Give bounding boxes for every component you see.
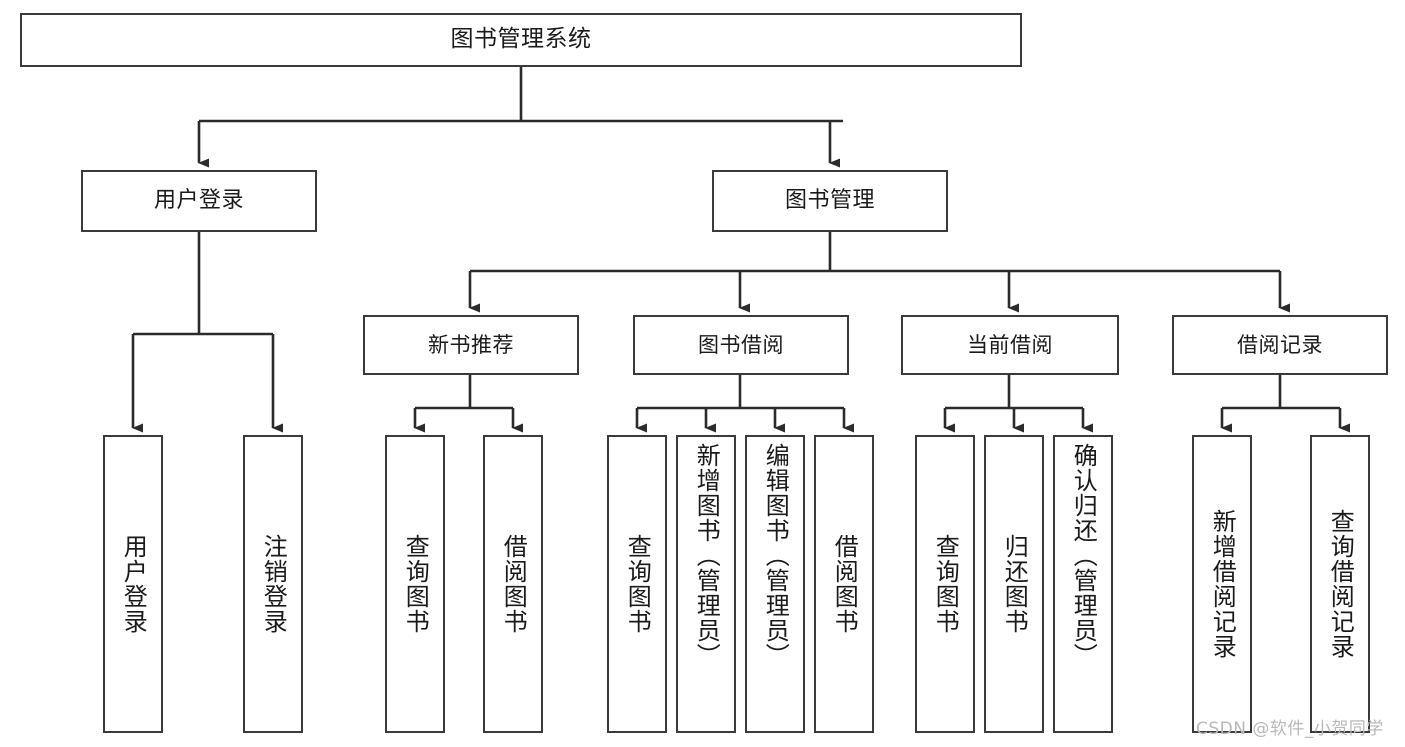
node-leaf-add-borrow-record[interactable]: 新增借阅记录 (1192, 435, 1252, 733)
node-label: 当前借阅 (967, 332, 1053, 357)
connector-group-borrow-record (1220, 375, 1350, 433)
node-leaf-user-login[interactable]: 用户登录 (103, 435, 163, 733)
connector-group-new-book-recommend (413, 375, 523, 433)
node-book-management-system[interactable]: 图书管理系统 (20, 13, 1022, 67)
node-leaf-borrow-book-recommend[interactable]: 借阅图书 (483, 435, 543, 733)
node-label: 新增图书（管理员） (692, 443, 721, 668)
node-label: 图书管理 (784, 188, 875, 214)
node-label: 编辑图书（管理员） (761, 443, 790, 668)
connector-group-book-borrow (635, 375, 854, 433)
node-label: 查询图书 (401, 534, 430, 634)
connector-group-root (197, 67, 843, 168)
node-label: 用户登录 (153, 188, 244, 214)
node-leaf-logout-login[interactable]: 注销登录 (243, 435, 303, 733)
node-leaf-borrow-book[interactable]: 借阅图书 (814, 435, 874, 733)
node-label: 归还图书 (1000, 534, 1029, 634)
node-leaf-query-book-current[interactable]: 查询图书 (915, 435, 975, 733)
node-book-manage[interactable]: 图书管理 (712, 170, 948, 232)
node-leaf-return-book[interactable]: 归还图书 (984, 435, 1044, 733)
node-leaf-query-book-borrow[interactable]: 查询图书 (607, 435, 667, 733)
node-current-borrow[interactable]: 当前借阅 (901, 315, 1119, 375)
node-label: 查询图书 (623, 534, 652, 634)
node-label: 注销登录 (259, 534, 288, 634)
node-label: 借阅图书 (830, 534, 859, 634)
node-leaf-add-book[interactable]: 新增图书（管理员） (676, 435, 736, 733)
node-label: 借阅图书 (499, 534, 528, 634)
node-label: 查询图书 (931, 534, 960, 634)
connector-group-book-manage (468, 232, 1290, 313)
node-label: 图书管理系统 (450, 26, 592, 53)
node-book-borrow[interactable]: 图书借阅 (633, 315, 849, 375)
node-label: 图书借阅 (698, 332, 784, 357)
node-leaf-query-book-recommend[interactable]: 查询图书 (385, 435, 445, 733)
connector-group-user-login (131, 232, 283, 433)
node-label: 新增借阅记录 (1208, 509, 1237, 659)
node-label: 用户登录 (119, 534, 148, 634)
node-label: 借阅记录 (1237, 332, 1323, 357)
node-leaf-edit-book[interactable]: 编辑图书（管理员） (745, 435, 805, 733)
connector-group-current-borrow (943, 375, 1093, 433)
node-label: 新书推荐 (428, 332, 514, 357)
node-label: 查询借阅记录 (1326, 509, 1355, 659)
node-new-book-recommend[interactable]: 新书推荐 (363, 315, 579, 375)
node-leaf-query-borrow-record[interactable]: 查询借阅记录 (1310, 435, 1370, 733)
node-leaf-confirm-return[interactable]: 确认归还（管理员） (1053, 435, 1113, 733)
node-user-login[interactable]: 用户登录 (81, 170, 317, 232)
node-borrow-record[interactable]: 借阅记录 (1172, 315, 1388, 375)
node-label: 确认归还（管理员） (1069, 443, 1098, 668)
